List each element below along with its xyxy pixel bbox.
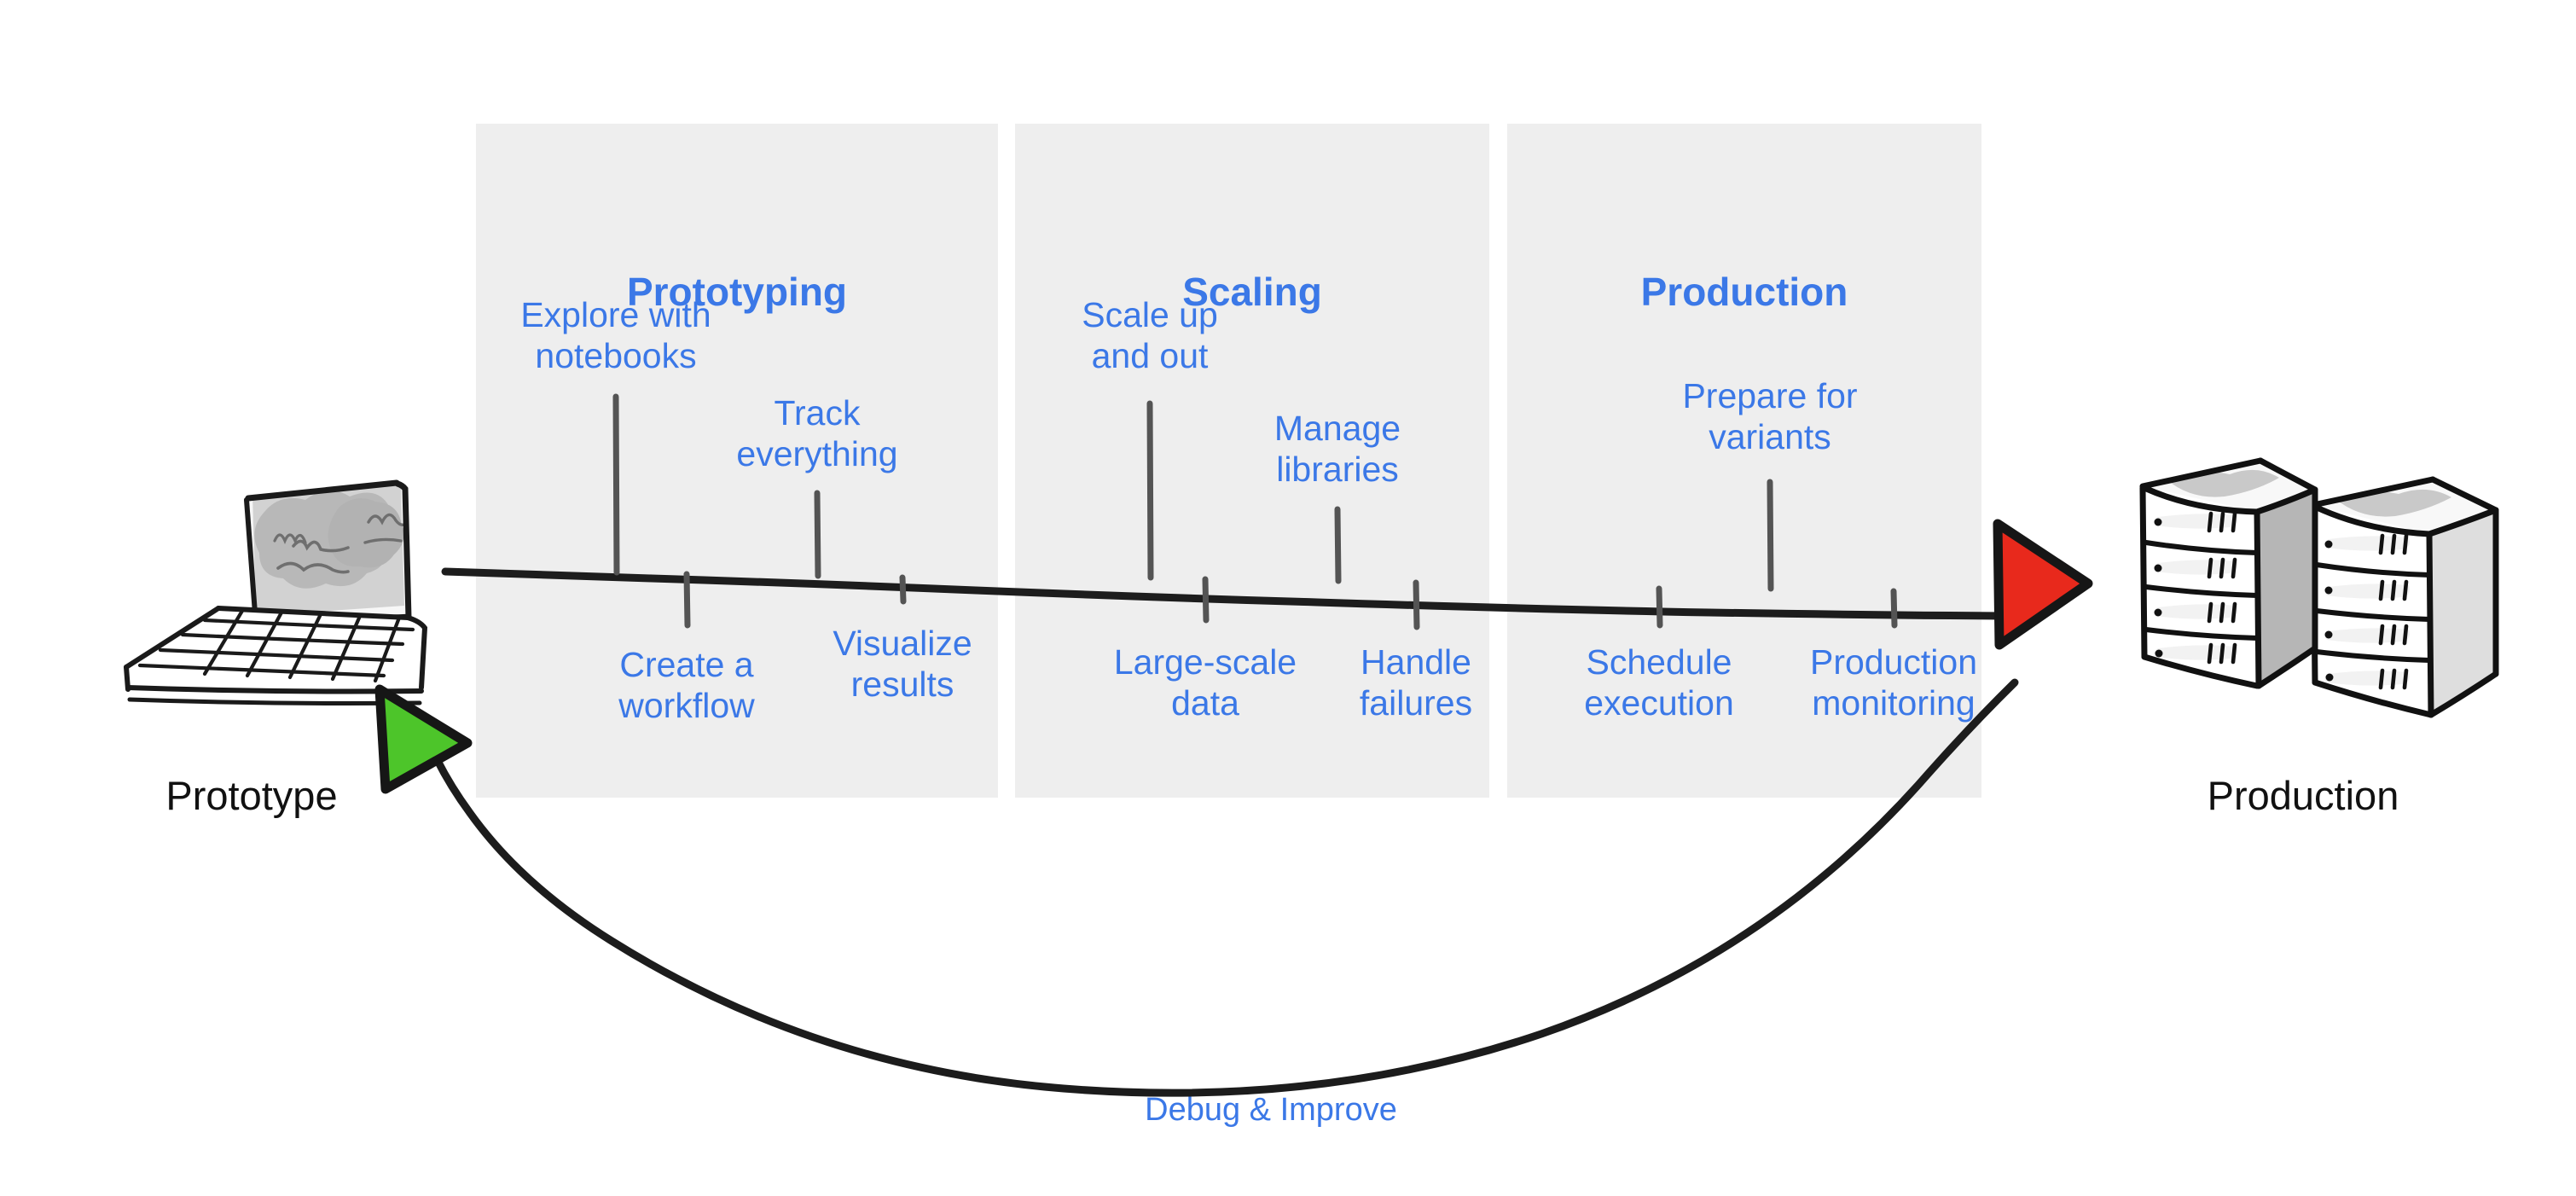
tick-create-a-workflow [683,571,691,629]
milestone-label-schedule-execution: Schedule execution [1584,642,1734,723]
tick-large-scale-data [1202,576,1210,624]
timeline-axis [441,567,2007,620]
stage-panel-production: Production [1507,124,1981,798]
tick-explore-with-notebooks [612,393,620,576]
milestone-label-handle-failures: Handle failures [1359,642,1473,723]
tick-track-everything [814,490,821,579]
milestone-label-create-a-workflow: Create a workflow [618,645,755,726]
stage-panel-scaling: Scaling [1015,124,1489,798]
milestone-label-large-scale-data: Large-scale data [1113,642,1297,723]
tick-prepare-for-variants [1767,479,1774,592]
server-rack-icon [2139,457,2499,718]
milestone-label-visualize-results: Visualize results [833,624,972,705]
feedback-loop-curve [426,678,2019,1097]
milestone-ticks [612,393,1898,630]
tick-visualize-results [899,574,907,605]
red-arrow-right-icon [1993,519,2093,650]
tick-schedule-execution [1656,585,1663,629]
milestone-label-production-monitoring: Production monitoring [1809,642,1977,723]
tick-scale-up-and-out [1146,400,1154,581]
endpoint-label-prototype: Prototype [165,773,338,818]
milestone-label-track-everything: Track everything [736,393,898,474]
milestone-label-explore-with-notebooks: Explore with notebooks [520,295,711,376]
feedback-loop-label: Debug & Improve [1145,1092,1397,1128]
stage-title-prototyping: Prototyping [626,270,848,314]
stage-title-production: Production [1640,270,1848,314]
tick-manage-libraries [1334,506,1342,584]
endpoint-label-production: Production [2207,773,2399,818]
stage-title-scaling: Scaling [1182,270,1322,314]
tick-handle-failures [1413,579,1420,630]
laptop-icon [124,479,428,705]
stage-panel-prototyping: Prototyping [476,124,998,798]
milestone-label-scale-up-and-out: Scale up and out [1082,295,1218,376]
milestone-label-manage-libraries: Manage libraries [1273,409,1401,490]
green-arrow-left-icon [374,684,473,794]
milestone-label-prepare-for-variants: Prepare for variants [1682,376,1858,457]
